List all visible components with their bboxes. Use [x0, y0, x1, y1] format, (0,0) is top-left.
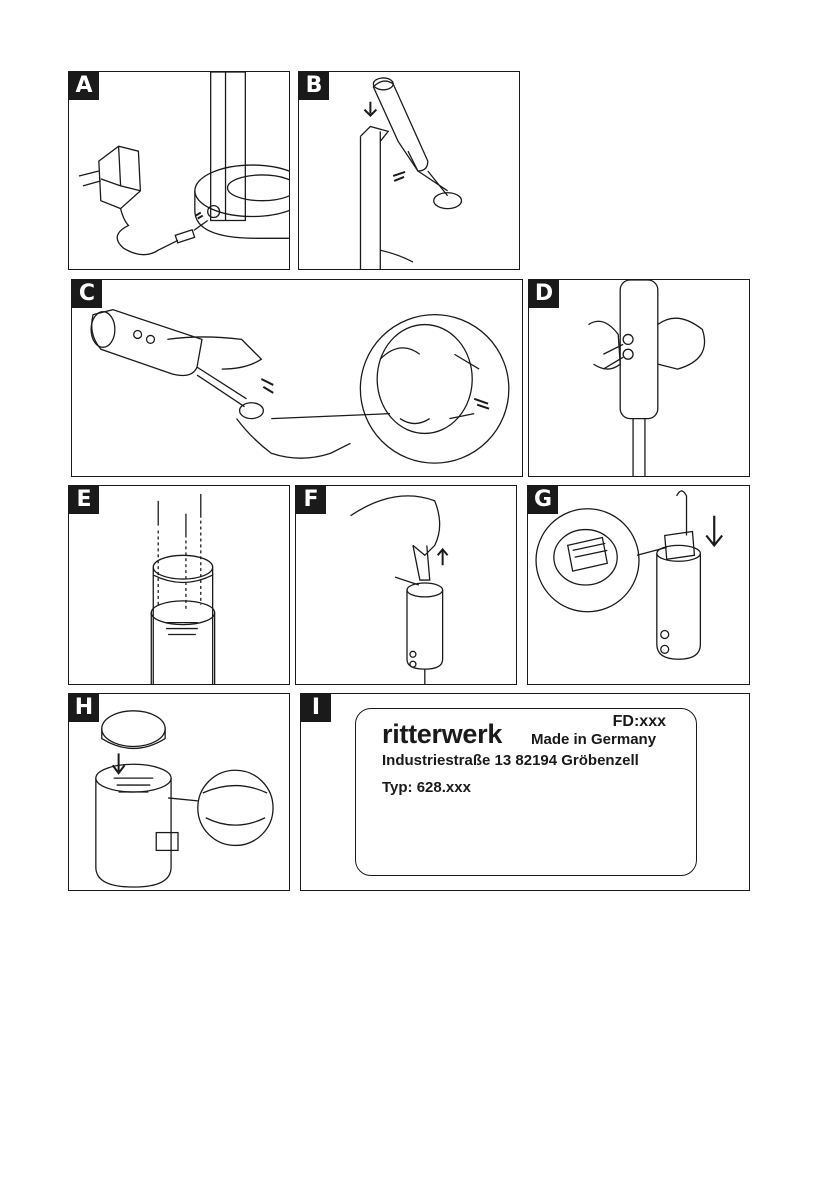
panel-letter-h: H — [69, 694, 99, 722]
panel-letter-d: D — [529, 280, 559, 308]
illustration-e — [150, 493, 216, 684]
address-text: Industriestraße 13 82194 Gröbenzell — [382, 752, 639, 769]
fd-code: FD:xxx — [612, 713, 666, 730]
figure-a-power-adapter: A — [68, 71, 290, 270]
panel-letter-a: A — [69, 72, 99, 100]
figure-e-screws: E — [68, 485, 290, 685]
figure-h-replace-cover: H — [68, 693, 290, 891]
illustration-c — [90, 309, 510, 464]
panel-letter-c: C — [72, 280, 102, 308]
panel-letter-e: E — [69, 486, 99, 514]
made-in-text: Made in Germany — [531, 731, 657, 748]
figure-c-attach-blade: C — [71, 279, 523, 477]
rating-plate: ritterwerk FD:xxx Made in Germany Indust… — [355, 708, 697, 876]
panel-letter-i: I — [301, 694, 331, 722]
type-number: Typ: 628.xxx — [382, 779, 471, 796]
panel-letter-g: G — [528, 486, 558, 514]
figure-f-remove-battery: F — [295, 485, 517, 685]
illustration-b — [359, 77, 463, 269]
illustration-h — [95, 710, 274, 888]
brand-name: ritterwerk — [382, 719, 503, 749]
panel-letter-f: F — [296, 486, 326, 514]
panel-letter-b: B — [299, 72, 329, 100]
illustration-f — [350, 495, 449, 684]
figure-g-insert-battery: G — [527, 485, 750, 685]
figure-b-wall-holder: B — [298, 71, 520, 270]
illustration-a — [78, 72, 289, 256]
illustration-g — [535, 490, 724, 660]
illustration-d — [588, 280, 706, 476]
figure-d-release-buttons: D — [528, 279, 750, 477]
figure-i-rating-label: I ritterwerk FD:xxx Made in Germany Indu… — [300, 693, 750, 891]
